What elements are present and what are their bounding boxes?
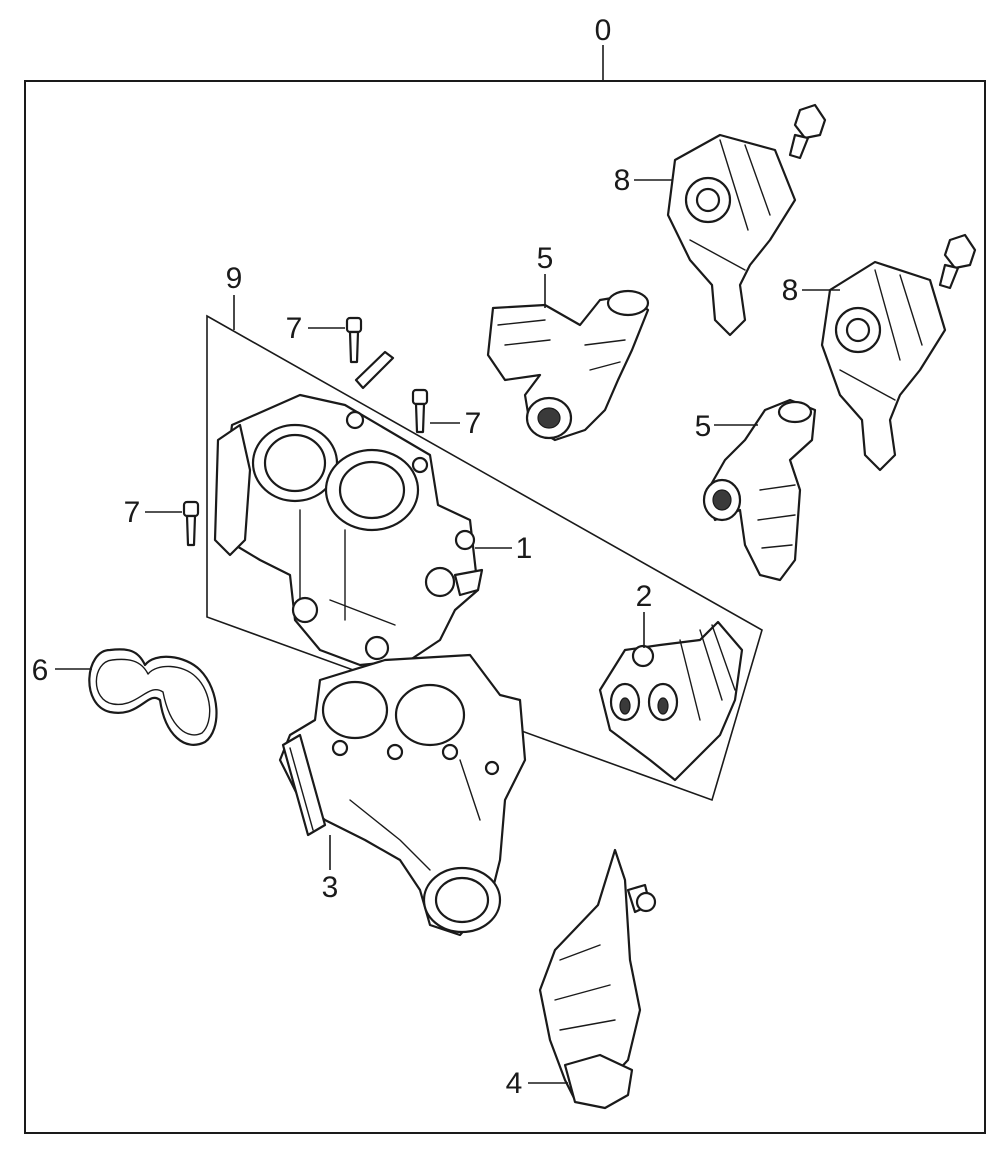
screw-mid — [411, 388, 429, 434]
ignition-coil-lower — [820, 233, 977, 472]
callout-1[interactable]: 1 — [516, 532, 533, 565]
actuator — [538, 848, 657, 1110]
gasket — [88, 648, 218, 746]
callout-0[interactable]: 0 — [595, 14, 612, 47]
callout-7-left[interactable]: 7 — [124, 496, 141, 529]
callout-4[interactable]: 4 — [506, 1067, 523, 1100]
screw-left — [182, 500, 200, 547]
assembly-frame — [24, 80, 986, 1134]
injector-upper — [486, 289, 650, 442]
callout-5-lower[interactable]: 5 — [695, 410, 712, 443]
callout-5-upper[interactable]: 5 — [537, 242, 554, 275]
ignition-coil-upper — [666, 103, 827, 337]
callout-3[interactable]: 3 — [322, 871, 339, 904]
intake-manifold — [278, 653, 527, 937]
injector-lower — [702, 398, 817, 582]
callout-9[interactable]: 9 — [226, 262, 243, 295]
callout-6[interactable]: 6 — [32, 654, 49, 687]
sensor — [598, 620, 744, 782]
callout-7-top[interactable]: 7 — [286, 312, 303, 345]
callout-2[interactable]: 2 — [636, 580, 653, 613]
callout-8-lower[interactable]: 8 — [782, 274, 799, 307]
screw-top — [345, 316, 395, 390]
throttle-body — [213, 393, 484, 667]
callout-7-mid[interactable]: 7 — [465, 407, 482, 440]
kit-outline — [206, 314, 763, 802]
callout-8-upper[interactable]: 8 — [614, 164, 631, 197]
